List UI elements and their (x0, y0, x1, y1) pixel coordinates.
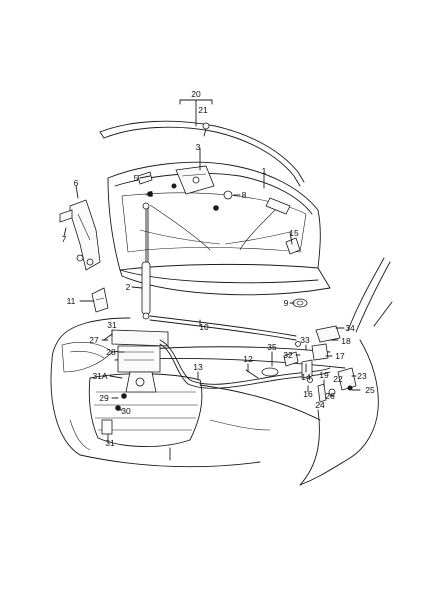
callout-27: 27 (89, 335, 99, 345)
callout-33: 33 (300, 335, 310, 345)
callout-7: 7 (62, 234, 67, 244)
callout-21: 21 (198, 105, 208, 115)
callout-31A: 31A (92, 371, 107, 381)
callout-25: 25 (365, 385, 375, 395)
callout-17: 17 (335, 351, 345, 361)
callout-29: 29 (99, 393, 109, 403)
callout-24: 24 (315, 400, 325, 410)
callout-11: 11 (67, 296, 76, 306)
hood-seal-strip (99, 120, 305, 187)
callout-labels: 20 21 3 1 6 5 4 8 7 15 2 11 9 10 34 31 2… (62, 89, 375, 448)
callout-23: 23 (357, 371, 367, 381)
callout-10: 10 (199, 322, 209, 332)
callout-26: 26 (325, 391, 335, 401)
callout-30: 30 (121, 406, 131, 416)
callout-1: 1 (262, 166, 267, 176)
lock-mechanism (101, 329, 169, 435)
callout-34: 34 (345, 323, 355, 333)
callout-16: 16 (303, 389, 313, 399)
callout-2: 2 (126, 282, 131, 292)
callout-15: 15 (289, 228, 299, 238)
callout-14: 14 (301, 372, 311, 382)
callout-31: 31 (107, 320, 117, 330)
callout-19: 19 (319, 370, 329, 380)
release-lever-parts (261, 325, 357, 403)
callout-31-lower: 31 (105, 438, 115, 448)
hood-hinge (59, 199, 101, 271)
callout-9: 9 (284, 298, 289, 308)
latch-bracket (91, 287, 109, 313)
callout-22: 22 (333, 374, 343, 384)
callout-3: 3 (196, 142, 201, 152)
callout-6: 6 (74, 178, 79, 188)
callout-12: 12 (243, 354, 253, 364)
callout-35: 35 (267, 342, 277, 352)
callout-8: 8 (242, 190, 247, 200)
leader-lines (63, 99, 361, 441)
hood-seal-lower (149, 315, 297, 341)
callout-18: 18 (341, 336, 351, 346)
callout-13: 13 (193, 362, 203, 372)
callout-32: 32 (283, 350, 293, 360)
bumper-stop (292, 298, 308, 308)
callout-20: 20 (191, 89, 201, 99)
fasteners-upper (147, 122, 301, 255)
callout-28: 28 (106, 347, 116, 357)
callout-4: 4 (149, 189, 154, 199)
callout-5: 5 (134, 173, 139, 183)
hood-catch (137, 165, 215, 195)
gas-strut (141, 202, 151, 320)
